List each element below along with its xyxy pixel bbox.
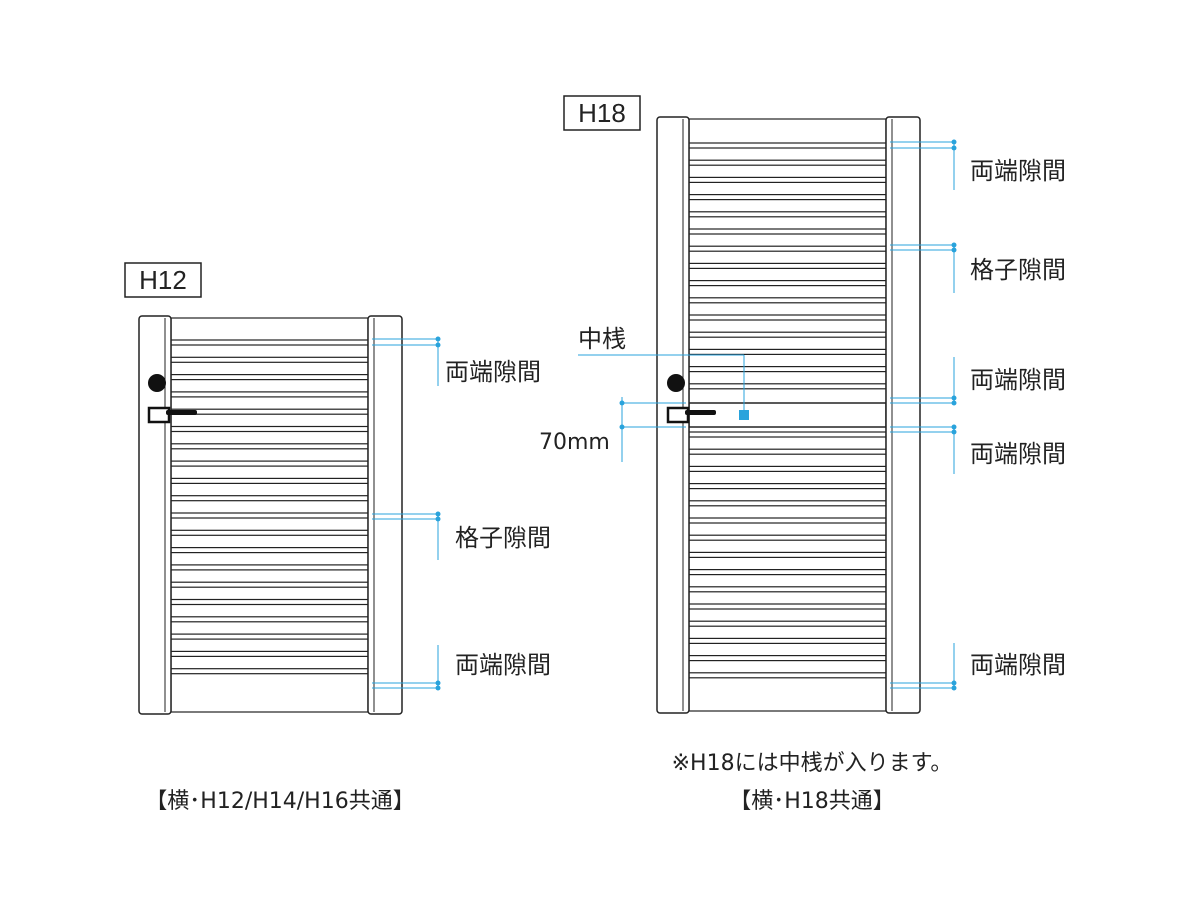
gate-slat bbox=[688, 142, 887, 149]
left-gate-latch-bracket bbox=[147, 406, 171, 424]
gate-slat bbox=[688, 448, 887, 455]
gate-slat bbox=[688, 534, 887, 541]
gate-slat bbox=[688, 297, 887, 304]
gate-slat bbox=[688, 672, 887, 679]
gate-slat bbox=[688, 431, 887, 438]
left-callout-bottom: 両端隙間 bbox=[455, 651, 551, 679]
gate-slat bbox=[170, 408, 369, 415]
gate-slat bbox=[170, 425, 369, 433]
right-gate-mid-rail bbox=[688, 402, 887, 428]
right-callout-1: 両端隙間 bbox=[970, 157, 1066, 185]
mid-rail-leader bbox=[578, 354, 749, 420]
gate-slat bbox=[688, 159, 887, 166]
mid-rail-label: 中桟 bbox=[578, 325, 626, 353]
left-gate: H12 両端隙間 bbox=[124, 262, 551, 814]
right-gate: H18 中桟 70mm bbox=[539, 95, 1066, 814]
gate-slat bbox=[170, 477, 369, 484]
gate-slat bbox=[170, 495, 369, 502]
left-callout-top: 両端隙間 bbox=[445, 358, 541, 386]
right-gate-caption: 【横･H18共通】 bbox=[729, 789, 895, 814]
right-gate-tag: H18 bbox=[578, 98, 626, 128]
gate-slat bbox=[170, 633, 369, 640]
gate-slat bbox=[688, 637, 887, 645]
gate-slat bbox=[688, 654, 887, 662]
gate-slat bbox=[170, 598, 369, 606]
right-callout-4: 両端隙間 bbox=[970, 440, 1066, 468]
gate-slat bbox=[170, 374, 369, 381]
gate-slat bbox=[170, 356, 369, 363]
right-callout-5: 両端隙間 bbox=[970, 651, 1066, 679]
gate-slat bbox=[688, 211, 887, 218]
gate-slat bbox=[688, 465, 887, 472]
gate-slat bbox=[688, 262, 887, 269]
gate-slat bbox=[170, 616, 369, 623]
gate-slat bbox=[170, 443, 369, 450]
right-gate-tag-box bbox=[563, 95, 641, 131]
right-callout-3: 両端隙間 bbox=[970, 366, 1066, 394]
gate-slat bbox=[170, 512, 369, 519]
right-gate-latch-lever bbox=[685, 410, 716, 415]
gate-slat bbox=[688, 568, 887, 576]
gate-slat bbox=[688, 500, 887, 507]
right-gate-callout-lines bbox=[890, 139, 957, 691]
left-gate-latch-post bbox=[367, 315, 403, 715]
gate-slat bbox=[688, 348, 887, 355]
gate-slat bbox=[688, 280, 887, 287]
gate-slat bbox=[170, 391, 369, 398]
dimension-70mm-lines bbox=[619, 397, 686, 462]
gate-slat bbox=[688, 228, 887, 235]
gate-slat bbox=[170, 581, 369, 588]
gate-slat bbox=[170, 564, 369, 571]
gate-slat bbox=[688, 314, 887, 321]
left-gate-slats bbox=[170, 317, 369, 713]
right-gate-lock-knob bbox=[667, 374, 685, 392]
gate-slat bbox=[170, 460, 369, 467]
left-gate-tag: H12 bbox=[139, 265, 187, 295]
left-callout-middle: 格子隙間 bbox=[455, 524, 551, 552]
left-gate-lock-knob bbox=[148, 374, 166, 392]
gate-slat bbox=[688, 383, 887, 390]
gate-slat bbox=[688, 551, 887, 559]
gate-slat bbox=[688, 586, 887, 593]
right-gate-note: ※H18には中桟が入ります。 bbox=[672, 751, 953, 776]
gate-slat bbox=[170, 650, 369, 658]
right-gate-latch-bracket bbox=[666, 406, 690, 424]
left-gate-callout-lines bbox=[372, 336, 441, 691]
right-callout-2: 格子隙間 bbox=[970, 256, 1066, 284]
gate-slat bbox=[688, 176, 887, 183]
left-gate-latch-lever bbox=[166, 410, 197, 415]
dimension-70mm-label: 70mm bbox=[539, 430, 610, 455]
gate-slat bbox=[688, 331, 887, 338]
gate-slat bbox=[688, 517, 887, 524]
left-gate-tag-box bbox=[124, 262, 202, 298]
right-gate-latch-post bbox=[885, 116, 921, 714]
gate-slat bbox=[688, 603, 887, 610]
gate-slat bbox=[688, 483, 887, 490]
gate-slat bbox=[688, 620, 887, 627]
gate-slat bbox=[170, 668, 369, 675]
gate-slat bbox=[170, 546, 369, 554]
gate-slat bbox=[170, 529, 369, 536]
gate-slat bbox=[688, 245, 887, 252]
gate-slat bbox=[170, 339, 369, 346]
left-gate-caption: 【横･H12/H14/H16共通】 bbox=[145, 789, 414, 814]
gate-slat bbox=[688, 366, 887, 373]
gate-slat bbox=[688, 194, 887, 201]
